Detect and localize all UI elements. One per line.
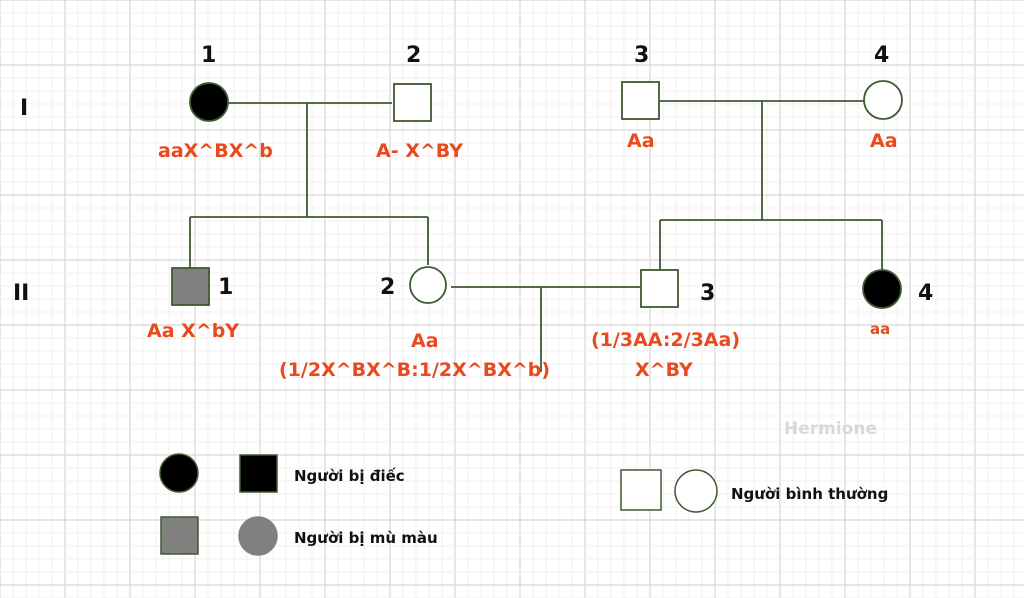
individual-II3-symbol xyxy=(640,269,679,308)
legend-normal-male-icon xyxy=(620,469,662,511)
individual-II3-number: 3 xyxy=(700,281,715,306)
generation-label-II: II xyxy=(13,281,29,306)
individual-I4-symbol xyxy=(863,80,903,120)
individual-II1-symbol xyxy=(171,267,210,306)
legend-colorblind-label: Người bị mù màu xyxy=(294,529,438,547)
individual-I3-number: 3 xyxy=(634,43,649,68)
pedigree-lines xyxy=(189,100,883,372)
legend-normal-label: Người bình thường xyxy=(731,485,888,503)
individual-II4-number: 4 xyxy=(918,281,933,306)
individual-I3-symbol xyxy=(621,81,660,120)
legend-deaf-label: Người bị điếc xyxy=(294,466,405,485)
legend-colorblind-female-icon xyxy=(238,516,278,556)
individual-II2-genotype-line2: (1/2X^BX^B:1/2X^BX^b) xyxy=(279,359,550,381)
legend: Người bị điếc Người bị mù màu Người bình… xyxy=(159,453,888,556)
individual-I1-number: 1 xyxy=(201,43,216,68)
individual-II2-symbol xyxy=(409,266,447,304)
generation-label-I: I xyxy=(20,96,28,121)
legend-deaf-female-icon xyxy=(159,453,199,493)
individual-II2-number: 2 xyxy=(380,275,395,300)
individual-II1-genotype: Aa X^bY xyxy=(147,320,239,342)
individual-II3-genotype-line2: X^BY xyxy=(635,359,693,381)
individual-II1-number: 1 xyxy=(218,275,233,300)
individual-I3-genotype: Aa xyxy=(627,130,655,152)
individual-I2-genotype: A- X^BY xyxy=(376,140,463,162)
legend-deaf-male-icon xyxy=(239,454,278,493)
individual-II4-symbol xyxy=(862,269,902,309)
individual-I2-symbol xyxy=(393,83,432,122)
legend-normal-female-icon xyxy=(674,469,718,513)
individual-I1-symbol xyxy=(189,82,229,122)
individual-II3-genotype-line1: (1/3AA:2/3Aa) xyxy=(591,329,740,351)
individual-II4-genotype: aa xyxy=(870,320,890,338)
individual-II2-genotype-line1: Aa xyxy=(411,330,439,352)
individual-I4-number: 4 xyxy=(874,43,889,68)
individual-I1-genotype: aaX^BX^b xyxy=(158,140,273,162)
watermark: Hermione xyxy=(784,419,877,439)
individual-I4-genotype: Aa xyxy=(870,130,898,152)
individual-I2-number: 2 xyxy=(406,43,421,68)
legend-colorblind-male-icon xyxy=(160,516,199,555)
